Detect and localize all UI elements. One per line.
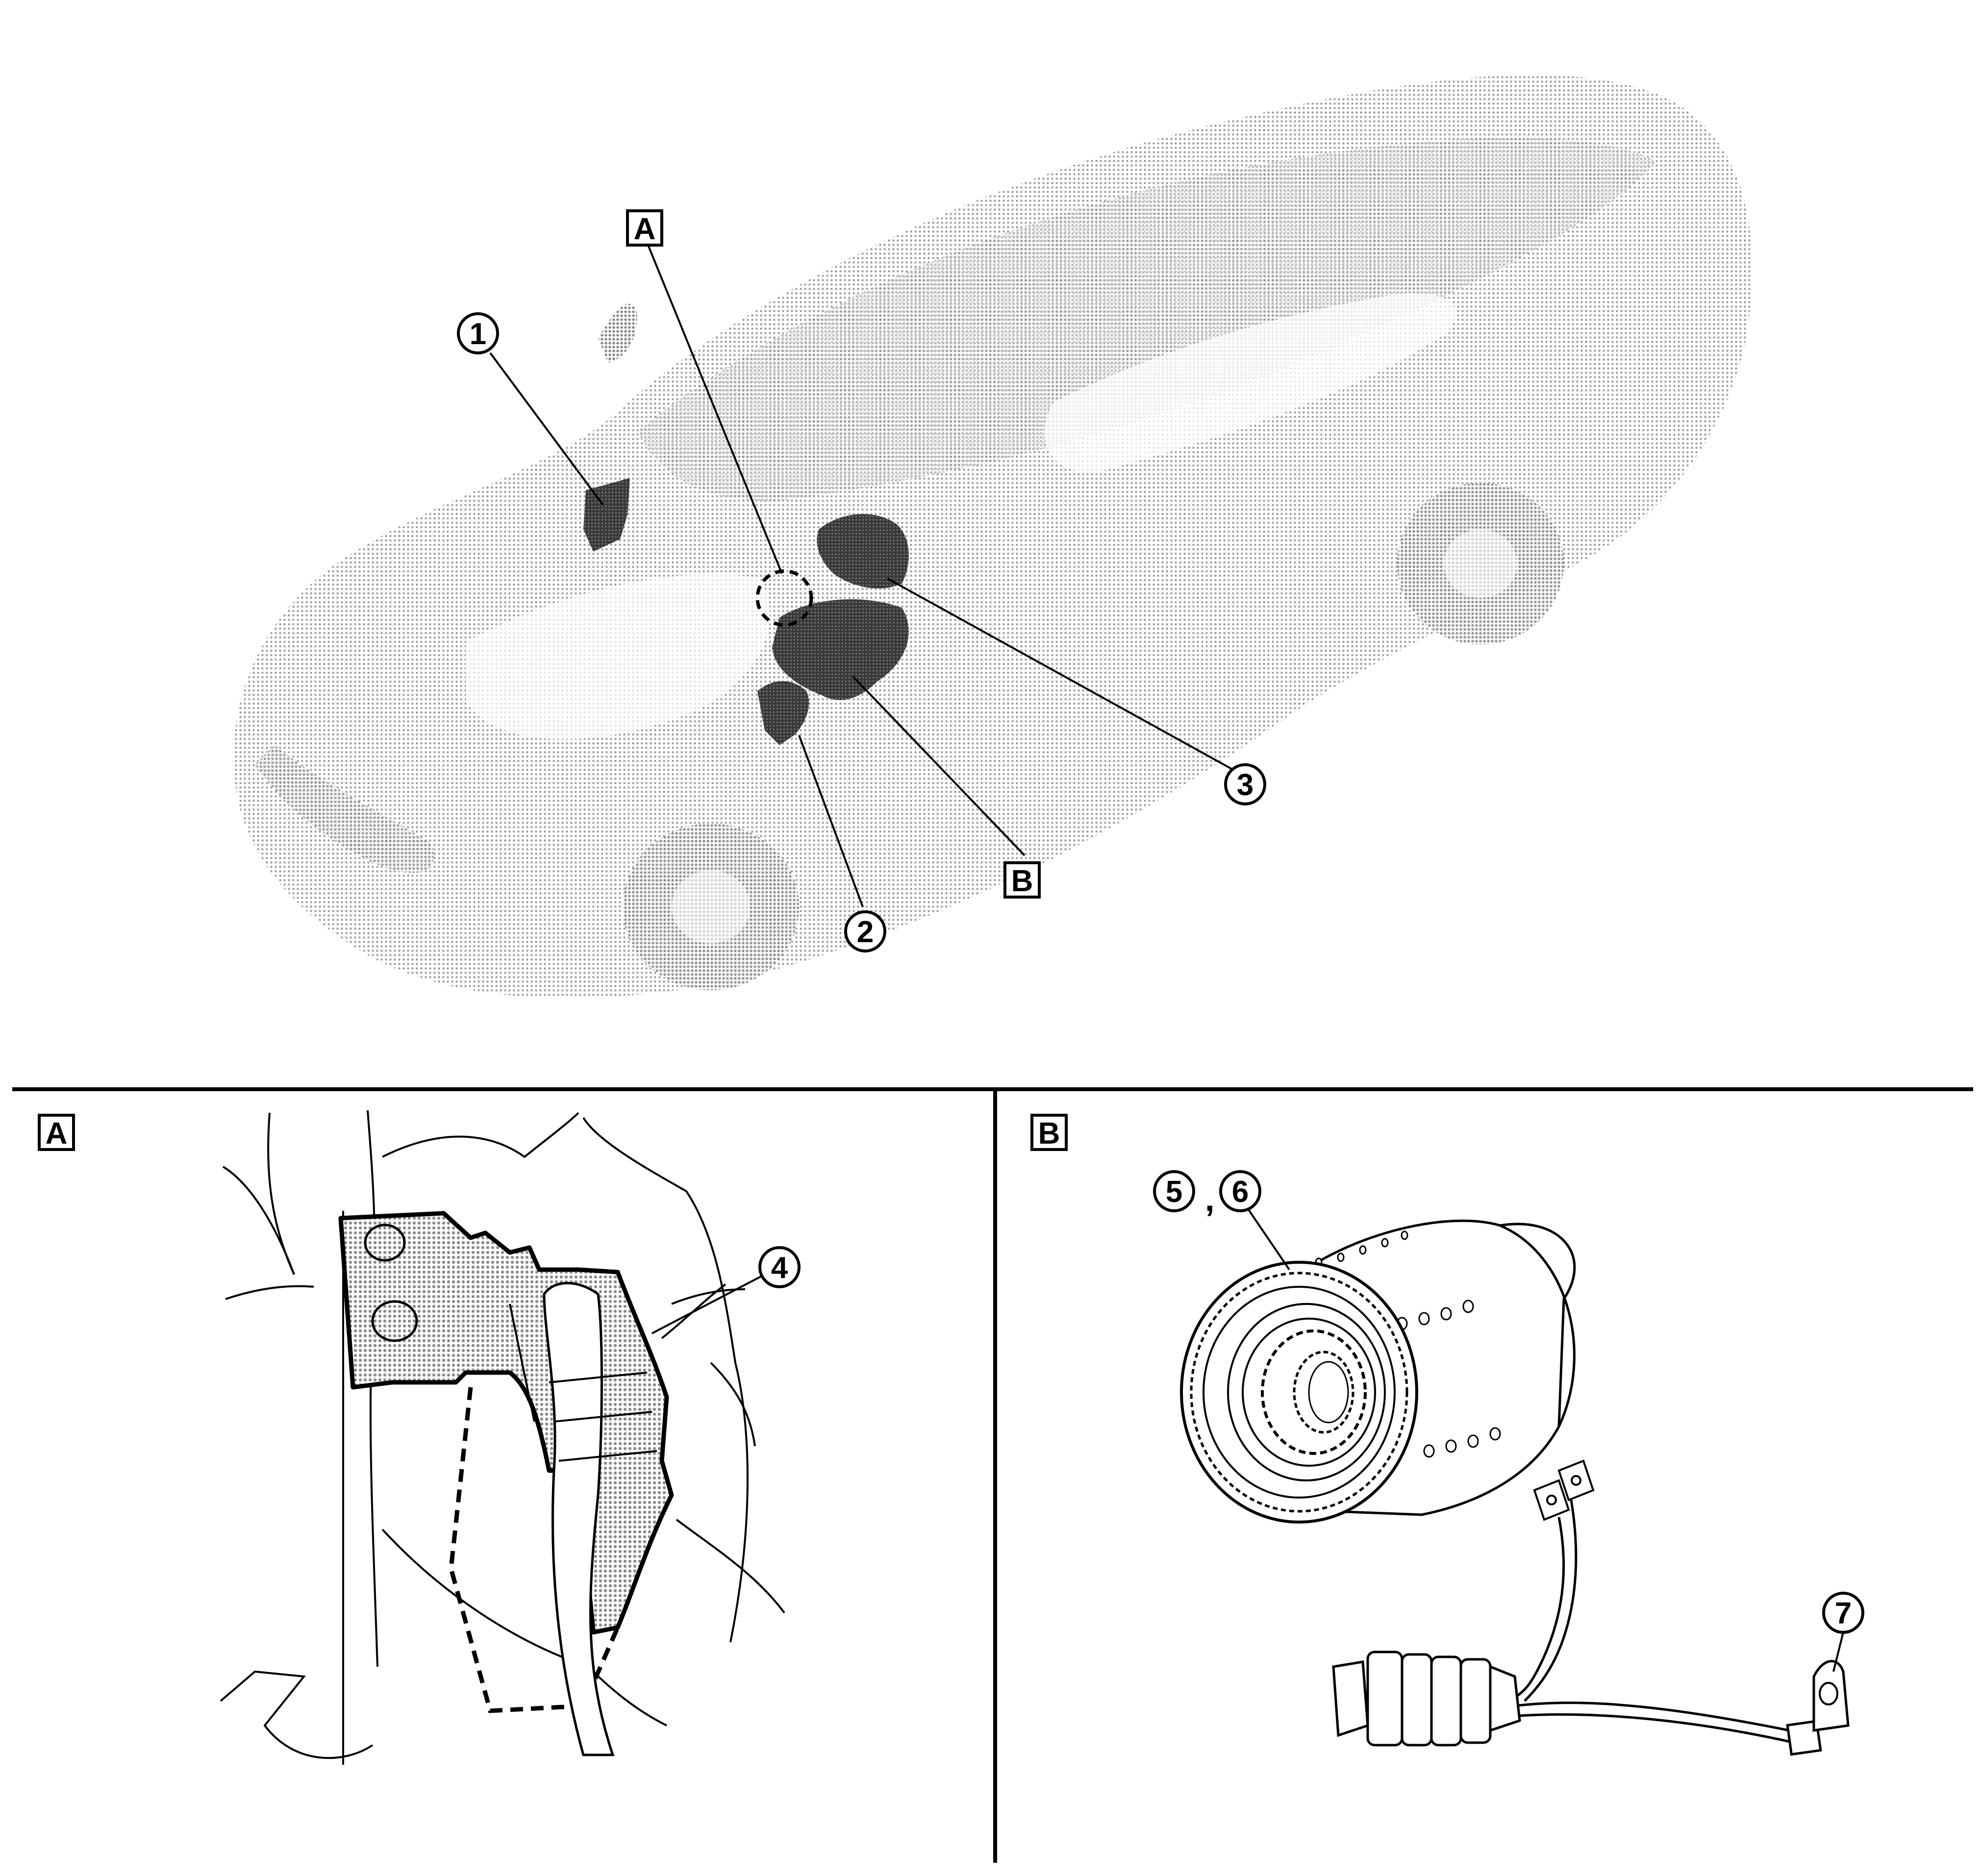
callout-5: 5 [1153, 1170, 1195, 1212]
callout-6: 6 [1219, 1170, 1261, 1212]
callout-1: 1 [457, 312, 499, 354]
car-roof-glass [637, 138, 1657, 501]
car-hood [466, 574, 770, 740]
svg-text:6: 6 [1232, 1175, 1249, 1209]
svg-text:2: 2 [857, 915, 874, 949]
car-side-window [1044, 293, 1456, 473]
solenoid-rear-rim [1500, 1224, 1576, 1427]
view-a-callout: A [626, 209, 663, 247]
solenoid-bore [1308, 1361, 1349, 1424]
svg-text:A: A [46, 1117, 68, 1151]
detail-view-a: A [38, 1110, 801, 1765]
solenoid-spline-inner [1293, 1351, 1354, 1434]
solenoid-terminals [1533, 1459, 1595, 1521]
detail-view-b: B [1030, 1114, 1864, 1756]
callout-3: 3 [1224, 763, 1266, 805]
solenoid-wires [1509, 1500, 1795, 1744]
svg-text:7: 7 [1835, 1597, 1852, 1630]
solenoid-middle-ring [1227, 1303, 1386, 1481]
component-1-shape [583, 478, 630, 551]
callout-separator: , [1205, 1180, 1214, 1218]
detail-view-a-label: A [38, 1114, 75, 1151]
solenoid-serrated-ring-outer [1190, 1272, 1408, 1513]
vehicle-overview: 1 A 3 B 2 [233, 75, 1753, 998]
svg-text:B: B [1038, 1117, 1060, 1151]
ground-terminal [1786, 1660, 1850, 1756]
component-3-shape [817, 514, 909, 589]
svg-text:5: 5 [1166, 1175, 1182, 1209]
svg-text:B: B [1011, 864, 1033, 898]
callout-4: 4 [758, 1246, 801, 1288]
svg-text:1: 1 [470, 317, 486, 351]
leader-a [646, 242, 783, 574]
solenoid-spline-outer [1261, 1329, 1367, 1455]
side-mirror [598, 303, 637, 363]
svg-text:A: A [634, 212, 656, 246]
component-b-shape [772, 599, 909, 700]
svg-text:4: 4 [771, 1251, 788, 1285]
leader-1 [489, 352, 604, 506]
wiring-connector [1332, 1651, 1521, 1747]
callout-7: 7 [1822, 1592, 1864, 1634]
detail-view-b-label: B [1030, 1114, 1068, 1151]
leader-7 [1832, 1632, 1844, 1672]
view-b-callout: B [1003, 861, 1041, 899]
front-bumper [255, 745, 434, 873]
svg-text:3: 3 [1237, 768, 1253, 802]
leader-5-6 [1247, 1207, 1290, 1271]
leader-2 [798, 735, 864, 907]
bracket-ridges [509, 1303, 657, 1462]
solenoid-vent-holes [1315, 1230, 1501, 1458]
view-a-marker-circle [755, 569, 813, 627]
component-4-bracket [338, 1211, 674, 1635]
solenoid-inner-ring [1242, 1318, 1376, 1467]
front-wheel-hub [672, 870, 750, 944]
callout-2: 2 [844, 910, 886, 952]
bracket-bolt [364, 1224, 406, 1262]
view-a-structure-lines [220, 1110, 785, 1765]
component-4-hidden-outline [338, 1218, 620, 1713]
solenoid-serrated-ring-inner [1203, 1286, 1396, 1499]
leader-4 [652, 1274, 765, 1334]
view-a-tube [543, 1282, 615, 1756]
leader-b [852, 675, 1026, 856]
component-2-shape [757, 681, 809, 745]
rear-wheel-hub [1444, 529, 1517, 598]
bracket-bolt [371, 1300, 418, 1342]
leader-3 [887, 577, 1233, 771]
